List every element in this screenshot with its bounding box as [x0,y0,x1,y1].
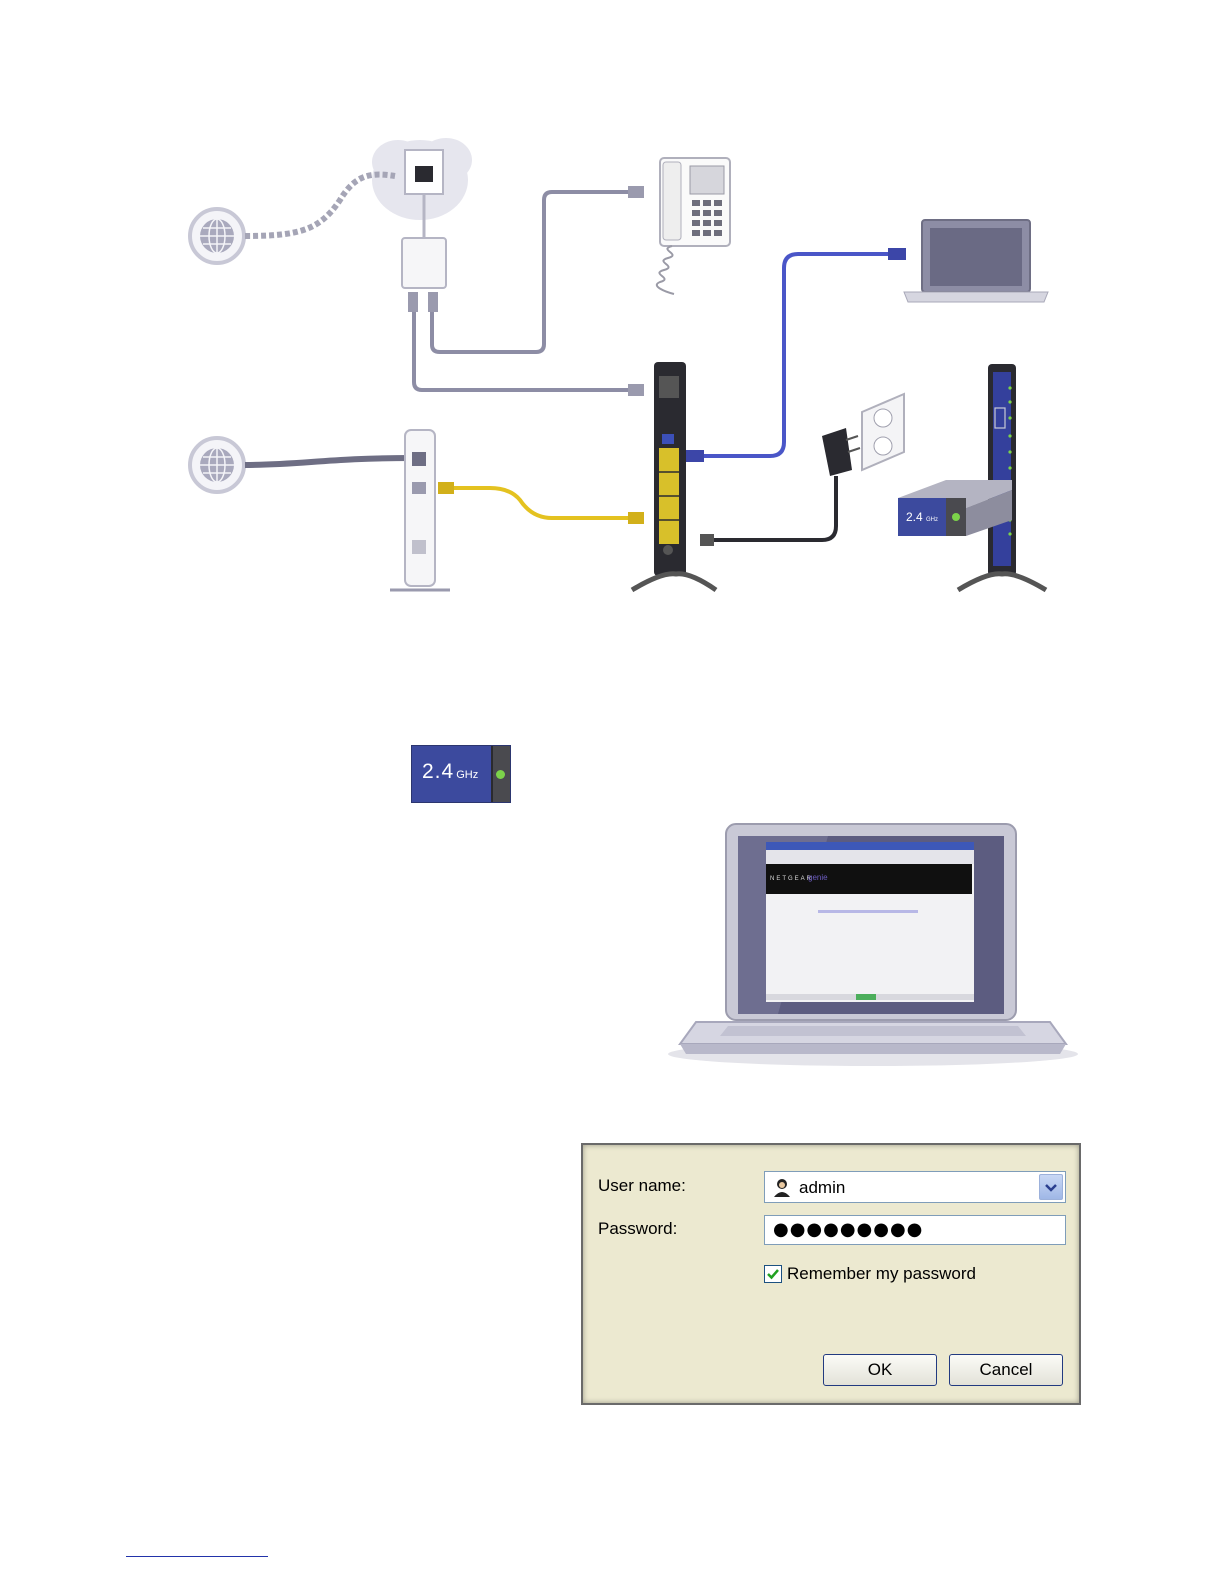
internet-globe-icon [190,438,244,492]
internet-globe-icon [190,209,244,263]
password-field[interactable]: ●●●●●●●●● [764,1215,1066,1245]
router-front [958,364,1046,590]
led-zoom-unit: GHz [926,517,938,523]
green-led-icon [496,770,505,779]
laptop-icon [904,220,1048,302]
svg-text:NETGEAR: NETGEAR [770,876,813,882]
footnote-divider [126,1556,268,1557]
svg-text:genie: genie [808,873,828,882]
remember-password-checkbox[interactable] [764,1265,782,1283]
telephone-icon [657,158,730,294]
power-adapter [822,428,860,476]
chevron-down-icon[interactable] [1039,1174,1063,1200]
laptop-browser-illustration: NETGEAR genie [668,822,1078,1067]
power-cable [710,476,836,540]
username-label: User name: [598,1176,686,1196]
cable-line [245,458,412,465]
connection-diagram: 2.4 GHz [0,0,1224,640]
cancel-button[interactable]: Cancel [949,1354,1063,1386]
username-value: admin [799,1178,845,1198]
checkmark-icon [765,1266,781,1282]
login-dialog: User name: admin Password: ●●●●●●●●● Rem… [581,1143,1081,1405]
password-value: ●●●●●●●●● [773,1219,923,1240]
frequency-value: 2.4 [422,760,454,783]
ok-button[interactable]: OK [823,1354,937,1386]
remember-password-label: Remember my password [787,1264,976,1284]
wall-power-outlet [862,394,904,470]
user-avatar-icon [771,1176,793,1198]
wall-phone-jack [405,150,443,238]
led-zoom-value: 2.4 [906,510,923,524]
phone-cable [432,192,630,352]
dsl-filter [402,238,446,312]
username-combobox[interactable]: admin [764,1171,1066,1203]
router-rear [632,362,716,590]
password-label: Password: [598,1219,677,1239]
ethernet-cable-yellow [440,488,630,518]
frequency-unit: GHz [456,769,478,781]
cable-modem [390,430,450,590]
